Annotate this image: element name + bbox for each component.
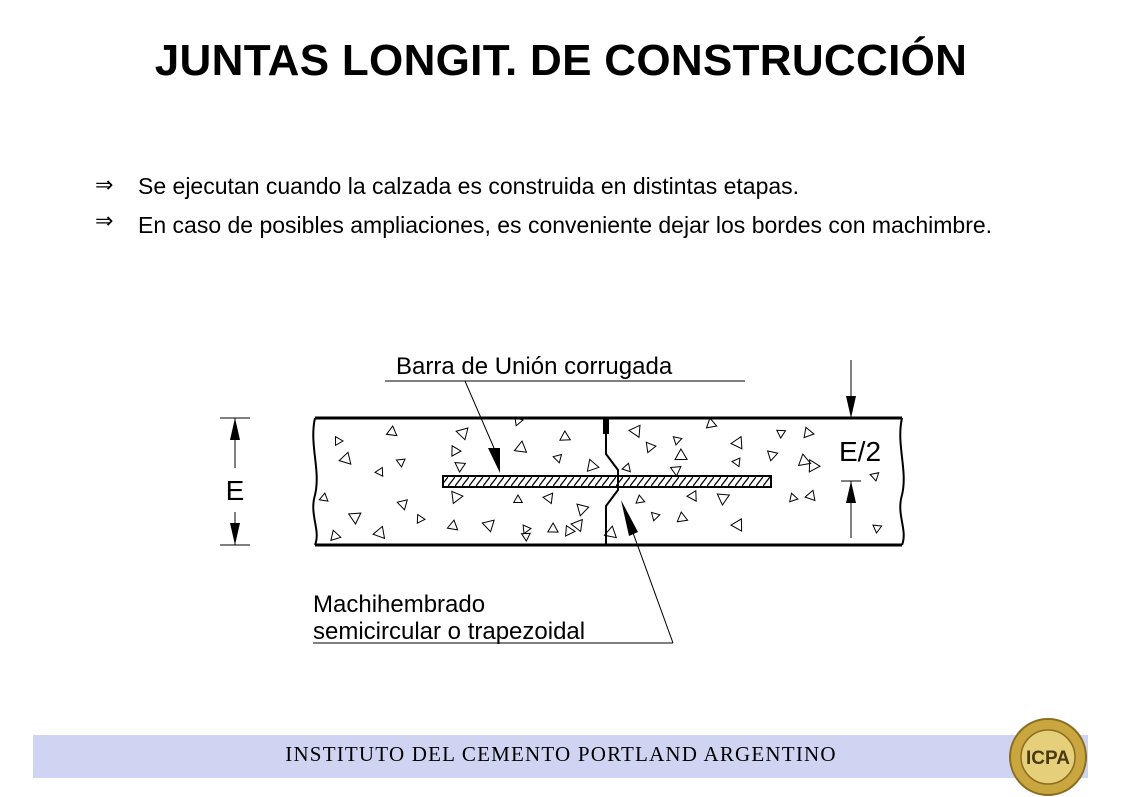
joint-label-line1: Machihembrado xyxy=(313,591,485,618)
footer-institution: INSTITUTO DEL CEMENTO PORTLAND ARGENTINO xyxy=(285,742,837,766)
slab-right-break xyxy=(899,417,905,546)
aggregate-texture xyxy=(318,416,883,542)
aggregate-particle xyxy=(335,435,345,447)
aggregate-particle xyxy=(686,489,697,502)
aggregate-particle xyxy=(729,518,743,532)
aggregate-particle xyxy=(716,493,731,507)
aggregate-particle xyxy=(374,466,384,478)
aggregate-particle xyxy=(586,458,600,473)
aggregate-particle xyxy=(869,472,880,482)
aggregate-particle xyxy=(451,490,464,505)
aggregate-particle xyxy=(385,425,398,437)
implies-arrow-icon: ⇒ xyxy=(95,209,114,234)
aggregate-particle xyxy=(621,462,631,473)
aggregate-particle xyxy=(672,436,683,446)
aggregate-particle xyxy=(676,511,689,523)
joint-leader-arrowhead xyxy=(621,500,638,536)
dim-half-arrow-down xyxy=(846,396,856,418)
dim-e-arrow-down xyxy=(230,523,240,545)
joint-label-line2: semicircular o trapezoidal xyxy=(313,618,585,645)
svg-text:ICPA: ICPA xyxy=(1026,748,1070,769)
dim-half-arrow-up xyxy=(846,481,856,503)
aggregate-particle xyxy=(395,458,406,468)
aggregate-particle xyxy=(330,529,342,542)
bullet-item: ⇒ En caso de posibles ampliaciones, es c… xyxy=(95,204,1035,246)
aggregate-particle xyxy=(318,492,329,502)
aggregate-particle xyxy=(338,451,352,465)
aggregate-particle xyxy=(396,499,409,511)
aggregate-particle xyxy=(570,518,583,533)
footer-band xyxy=(33,735,1088,778)
bullet-item: ⇒ Se ejecutan cuando la calzada es const… xyxy=(95,168,1035,204)
aggregate-particle xyxy=(789,492,799,503)
bullet-text: Se ejecutan cuando la calzada es constru… xyxy=(138,173,800,199)
dim-e-arrow-up xyxy=(230,418,240,440)
aggregate-particle xyxy=(576,503,590,517)
bullet-list: ⇒ Se ejecutan cuando la calzada es const… xyxy=(95,168,1035,246)
aggregate-particle xyxy=(645,441,657,454)
aggregate-particle xyxy=(803,426,815,439)
aggregate-particle xyxy=(804,489,816,502)
icpa-logo: ICPA xyxy=(1009,718,1087,796)
bar-leader-line xyxy=(464,380,495,449)
aggregate-particle xyxy=(372,525,386,540)
bar-leader-arrowhead xyxy=(488,448,500,473)
aggregate-particle xyxy=(872,524,883,534)
page-title: JUNTAS LONGIT. DE CONSTRUCCIÓN xyxy=(154,36,968,85)
aggregate-particle xyxy=(635,494,646,504)
aggregate-particle xyxy=(766,450,779,462)
aggregate-particle xyxy=(559,430,572,441)
dim-e-label: E xyxy=(226,475,245,506)
aggregate-particle xyxy=(674,447,688,461)
aggregate-particle xyxy=(446,519,459,531)
aggregate-particle xyxy=(627,424,641,439)
aggregate-particle xyxy=(730,435,743,450)
aggregate-particle xyxy=(451,444,463,457)
aggregate-particle xyxy=(808,458,822,473)
joint-sealant xyxy=(603,418,609,434)
implies-arrow-icon: ⇒ xyxy=(95,173,114,198)
aggregate-particle xyxy=(669,466,682,477)
aggregate-particle xyxy=(513,440,528,453)
aggregate-particle xyxy=(481,519,495,533)
bar-label: Barra de Unión corrugada xyxy=(396,353,673,380)
aggregate-particle xyxy=(552,453,563,464)
aggregate-particle xyxy=(347,512,362,525)
aggregate-particle xyxy=(565,524,576,537)
tie-bar xyxy=(442,475,772,488)
aggregate-particle xyxy=(454,462,467,473)
aggregate-particle xyxy=(797,453,812,467)
joint-leader-line xyxy=(631,529,674,644)
aggregate-particle xyxy=(731,457,741,468)
aggregate-particle xyxy=(514,416,524,427)
aggregate-particle xyxy=(603,525,618,539)
slab-left-break xyxy=(312,417,318,546)
aggregate-particle xyxy=(522,524,532,535)
aggregate-particle xyxy=(520,532,532,542)
dim-half-label: E/2 xyxy=(839,436,881,467)
aggregate-particle xyxy=(455,427,469,441)
bullet-text: En caso de posibles ampliaciones, es con… xyxy=(138,212,993,238)
aggregate-particle xyxy=(542,492,554,505)
joint-line xyxy=(605,434,619,545)
aggregate-particle xyxy=(512,493,524,503)
aggregate-particle xyxy=(546,521,559,533)
aggregate-particle xyxy=(416,513,426,525)
aggregate-particle xyxy=(705,417,718,429)
aggregate-particle xyxy=(650,511,661,522)
aggregate-particle xyxy=(775,429,787,439)
